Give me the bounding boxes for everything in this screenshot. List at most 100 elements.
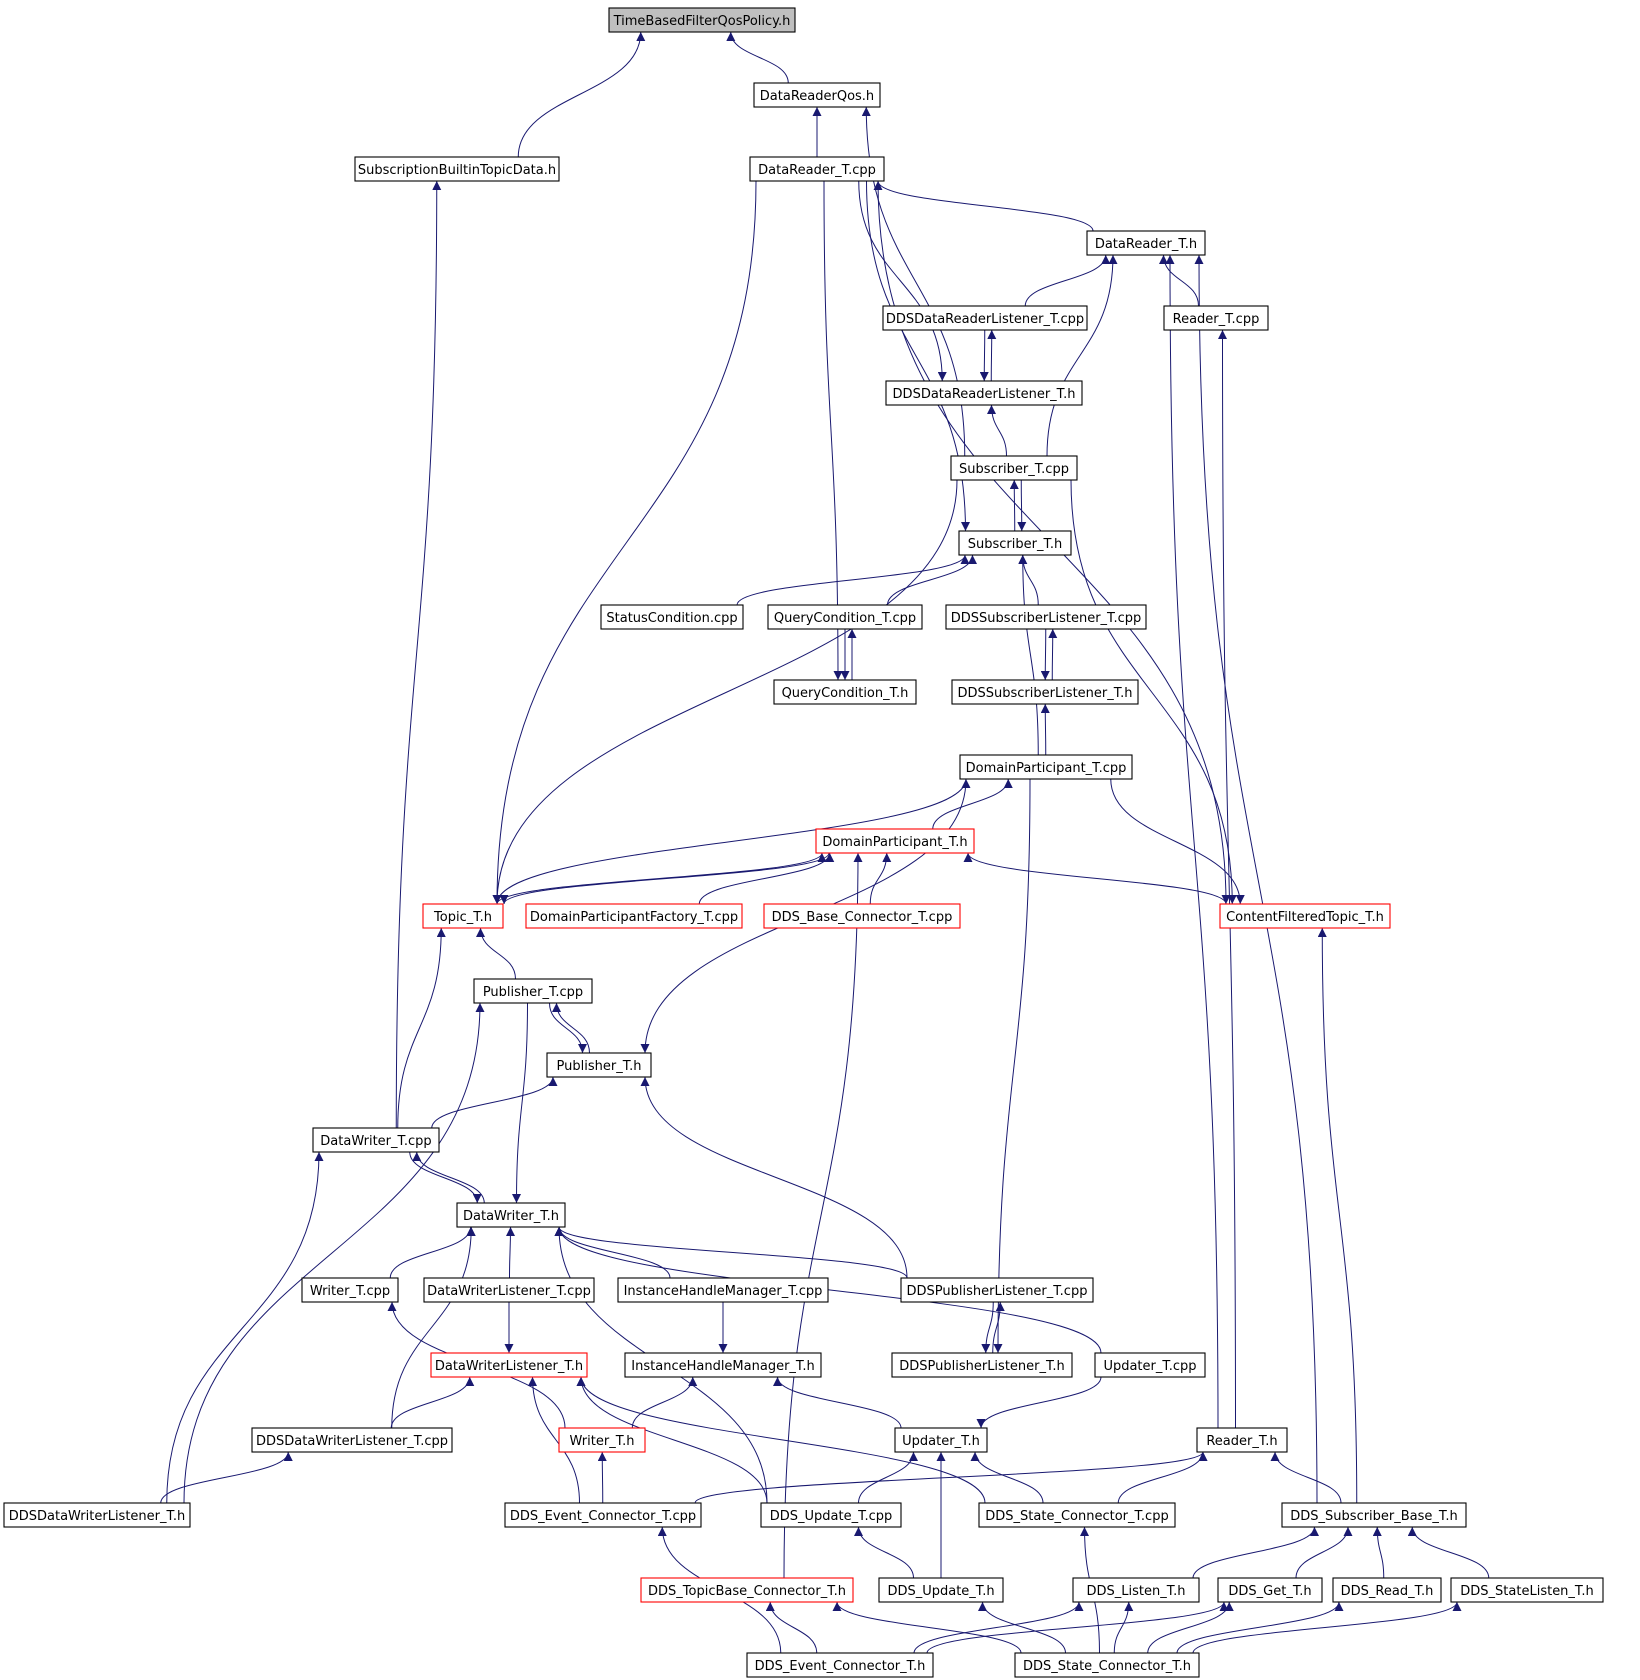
node-topich[interactable]: Topic_T.h bbox=[422, 903, 504, 929]
node-ducpp[interactable]: DDS_Update_T.cpp bbox=[760, 1502, 902, 1528]
node-ddsdwlh[interactable]: DDSDataWriterListener_T.h bbox=[3, 1502, 191, 1528]
edge-dwcpp-to-pubh bbox=[431, 1076, 558, 1129]
edge-stlisth-to-subbase bbox=[1407, 1526, 1490, 1579]
node-box bbox=[882, 305, 1088, 331]
node-readerh[interactable]: Reader_T.h bbox=[1196, 1427, 1288, 1453]
node-label: DDS_TopicBase_Connector_T.h bbox=[648, 1584, 846, 1599]
node-pubcpp[interactable]: Publisher_T.cpp bbox=[473, 978, 593, 1004]
node-updh[interactable]: Updater_T.h bbox=[894, 1427, 988, 1453]
node-ddsdwlcpp[interactable]: DDSDataWriterListener_T.cpp bbox=[251, 1427, 453, 1453]
node-dwh[interactable]: DataWriter_T.h bbox=[456, 1202, 566, 1228]
edge-sth-to-geth bbox=[1147, 1601, 1234, 1654]
node-dph[interactable]: DomainParticipant_T.h bbox=[815, 828, 975, 854]
node-label: Writer_T.h bbox=[570, 1434, 635, 1449]
node-label: Publisher_T.cpp bbox=[483, 985, 583, 1000]
node-box bbox=[950, 455, 1078, 481]
edge-ddsplcpp-to-dwh bbox=[554, 1226, 908, 1279]
node-evh[interactable]: DDS_Event_Connector_T.h bbox=[746, 1652, 934, 1678]
edge-subbase-to-readerh bbox=[1270, 1451, 1342, 1504]
node-box bbox=[1086, 230, 1206, 256]
node-duh[interactable]: DDS_Update_T.h bbox=[878, 1577, 1004, 1603]
node-ihmh[interactable]: InstanceHandleManager_T.h bbox=[624, 1352, 822, 1378]
edge-tbch-to-dph bbox=[783, 852, 863, 1579]
node-box bbox=[251, 1427, 453, 1453]
node-box bbox=[600, 604, 744, 630]
node-subcpp[interactable]: Subscriber_T.cpp bbox=[950, 455, 1078, 481]
edge-stcpp-to-updh bbox=[970, 1451, 1044, 1504]
node-label: DDS_Base_Connector_T.cpp bbox=[772, 910, 953, 925]
node-stlisth[interactable]: DDS_StateListen_T.h bbox=[1450, 1577, 1604, 1603]
node-readh[interactable]: DDS_Read_T.h bbox=[1332, 1577, 1442, 1603]
node-box bbox=[1332, 1577, 1442, 1603]
node-label: DDSDataReaderListener_T.h bbox=[893, 387, 1076, 402]
node-tbch[interactable]: DDS_TopicBase_Connector_T.h bbox=[640, 1577, 854, 1603]
node-drcpp[interactable]: DataReader_T.cpp bbox=[749, 156, 885, 182]
edge-sth-to-duh bbox=[978, 1601, 1066, 1654]
node-dwlh[interactable]: DataWriterListener_T.h bbox=[430, 1352, 588, 1378]
node-box bbox=[1450, 1577, 1604, 1603]
node-statuscond[interactable]: StatusCondition.cpp bbox=[600, 604, 744, 630]
edge-pubcpp-to-dwh bbox=[512, 1002, 528, 1204]
node-sbtd[interactable]: SubscriptionBuiltinTopicData.h bbox=[354, 156, 560, 182]
node-box bbox=[959, 754, 1133, 780]
node-sth[interactable]: DDS_State_Connector_T.h bbox=[1014, 1652, 1200, 1678]
node-subbase[interactable]: DDS_Subscriber_Base_T.h bbox=[1281, 1502, 1467, 1528]
node-label: DDS_Subscriber_Base_T.h bbox=[1290, 1509, 1457, 1524]
node-drqos[interactable]: DataReaderQos.h bbox=[753, 82, 881, 108]
node-box bbox=[1014, 1652, 1200, 1678]
node-label: Publisher_T.h bbox=[557, 1059, 642, 1074]
node-label: Updater_T.h bbox=[902, 1434, 980, 1449]
node-dpcpp[interactable]: DomainParticipant_T.cpp bbox=[959, 754, 1133, 780]
edge-ddsdrlh-to-ddsdrlcpp bbox=[987, 329, 997, 382]
node-qch[interactable]: QueryCondition_T.h bbox=[773, 679, 917, 705]
edge-ddsdwlcpp-to-dwh bbox=[391, 1226, 476, 1429]
node-box bbox=[525, 903, 743, 929]
node-geth[interactable]: DDS_Get_T.h bbox=[1217, 1577, 1323, 1603]
node-listenh[interactable]: DDS_Listen_T.h bbox=[1072, 1577, 1200, 1603]
node-stcpp[interactable]: DDS_State_Connector_T.cpp bbox=[978, 1502, 1176, 1528]
node-label: InstanceHandleManager_T.h bbox=[631, 1359, 814, 1374]
node-box bbox=[753, 82, 881, 108]
node-label: DataWriter_T.h bbox=[463, 1209, 559, 1224]
edge-sth-to-listenh bbox=[1113, 1601, 1134, 1654]
node-ddsslh[interactable]: DDSSubscriberListener_T.h bbox=[951, 679, 1139, 705]
node-evcpp[interactable]: DDS_Event_Connector_T.cpp bbox=[504, 1502, 702, 1528]
node-subh[interactable]: Subscriber_T.h bbox=[958, 530, 1072, 556]
node-label: DataWriterListener_T.h bbox=[435, 1359, 583, 1374]
node-writerh[interactable]: Writer_T.h bbox=[558, 1427, 646, 1453]
node-ddsslcpp[interactable]: DDSSubscriberListener_T.cpp bbox=[945, 604, 1147, 630]
node-ddsdrlcpp[interactable]: DDSDataReaderListener_T.cpp bbox=[882, 305, 1088, 331]
edge-subbase-to-drh bbox=[1194, 254, 1318, 1504]
node-readercpp[interactable]: Reader_T.cpp bbox=[1163, 305, 1269, 331]
node-cfth[interactable]: ContentFilteredTopic_T.h bbox=[1219, 903, 1391, 929]
edge-readercpp-to-drh bbox=[1159, 254, 1199, 307]
node-pubh[interactable]: Publisher_T.h bbox=[546, 1052, 652, 1078]
node-ihmcpp[interactable]: InstanceHandleManager_T.cpp bbox=[617, 1277, 829, 1303]
node-box bbox=[958, 530, 1072, 556]
node-drh[interactable]: DataReader_T.h bbox=[1086, 230, 1206, 256]
node-dpfcpp[interactable]: DomainParticipantFactory_T.cpp bbox=[525, 903, 743, 929]
node-label: Writer_T.cpp bbox=[310, 1284, 390, 1299]
node-ddsplcpp[interactable]: DDSPublisherListener_T.cpp bbox=[900, 1277, 1094, 1303]
node-label: Subscriber_T.cpp bbox=[959, 462, 1069, 477]
node-box bbox=[624, 1352, 822, 1378]
edge-ddsplcpp-to-ddsplh bbox=[981, 1301, 994, 1354]
node-box bbox=[3, 1502, 191, 1528]
node-dwcpp[interactable]: DataWriter_T.cpp bbox=[312, 1127, 440, 1153]
node-label: Topic_T.h bbox=[433, 910, 492, 925]
node-writercpp[interactable]: Writer_T.cpp bbox=[301, 1277, 399, 1303]
node-ddsdrlh[interactable]: DDSDataReaderListener_T.h bbox=[885, 380, 1083, 406]
node-dwlcpp[interactable]: DataWriterListener_T.cpp bbox=[423, 1277, 595, 1303]
edge-updcpp-to-dwh bbox=[554, 1226, 1102, 1354]
edge-evcpp-to-readerh bbox=[694, 1451, 1208, 1504]
edge-subcpp-to-subh bbox=[1017, 479, 1027, 532]
edge-dwcpp-to-dwh bbox=[409, 1151, 482, 1204]
edge-dph-to-topich bbox=[499, 852, 830, 905]
node-updcpp[interactable]: Updater_T.cpp bbox=[1094, 1352, 1206, 1378]
node-ddsplh[interactable]: DDSPublisherListener_T.h bbox=[891, 1352, 1073, 1378]
node-basecpp[interactable]: DDS_Base_Connector_T.cpp bbox=[763, 903, 961, 929]
node-root[interactable]: TimeBasedFilterQosPolicy.h bbox=[608, 7, 796, 33]
node-qccpp[interactable]: QueryCondition_T.cpp bbox=[767, 604, 923, 630]
node-box bbox=[749, 156, 885, 182]
